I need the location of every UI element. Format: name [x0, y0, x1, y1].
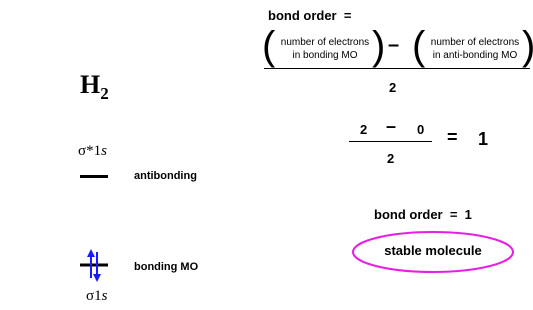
bonding-orbital-label-s: s [101, 288, 108, 304]
electron-spin-up-arrow [87, 249, 95, 278]
term1-right-paren: ) [372, 24, 386, 68]
term2-left-paren: ( [412, 24, 426, 68]
formula-minus: – [388, 34, 400, 56]
formula-fraction-bar [264, 68, 530, 69]
antibonding-label: antibonding [134, 170, 197, 182]
molecule-symbol-letter: H [80, 70, 101, 99]
bonding-level-diagram [80, 249, 108, 282]
term1-line2: in bonding MO [292, 50, 358, 61]
term1-left-paren: ( [262, 24, 276, 68]
result-conclusion: stable molecule [384, 243, 482, 258]
term2-right-paren: ) [522, 26, 533, 66]
term2-text: number of electrons in anti-bonding MO [423, 36, 527, 62]
antibonding-orbital-label-text: σ*1 [78, 143, 102, 159]
antibonding-orbital-label-s: s [101, 143, 107, 159]
formula-denominator: 2 [389, 80, 397, 95]
calc-equals: = [447, 127, 458, 147]
calc-denominator: 2 [387, 151, 395, 166]
term2-line1: number of electrons [430, 37, 520, 48]
calc-antibonding-count: 0 [417, 122, 425, 137]
formula-term1: ( number of electrons in bonding MO ) [262, 26, 385, 70]
term1-text: number of electrons in bonding MO [275, 36, 375, 62]
result-bond-order: bond order = 1 [374, 207, 472, 222]
bonding-orbital-label: σ1s [86, 288, 107, 305]
term1-line1: number of electrons [280, 37, 370, 48]
calc-fraction-bar [349, 141, 432, 142]
calc-result: 1 [478, 129, 489, 149]
antibonding-level-line [80, 175, 108, 178]
result-highlight-ellipse [352, 231, 514, 273]
formula-term2: ( number of electrons in anti-bonding MO… [412, 26, 533, 70]
molecule-symbol: H2 [80, 70, 109, 104]
calc-bonding-count: 2 [360, 122, 368, 137]
antibonding-orbital-label: σ*1s [78, 143, 107, 160]
calc-minus: – [386, 116, 397, 136]
term2-line2: in anti-bonding MO [432, 50, 518, 61]
formula-title: bond order = [268, 8, 352, 23]
electron-spin-down-arrow [93, 252, 101, 282]
bonding-label: bonding MO [134, 261, 199, 273]
molecule-symbol-subscript: 2 [100, 84, 109, 104]
bonding-orbital-label-text: σ1 [86, 288, 102, 304]
